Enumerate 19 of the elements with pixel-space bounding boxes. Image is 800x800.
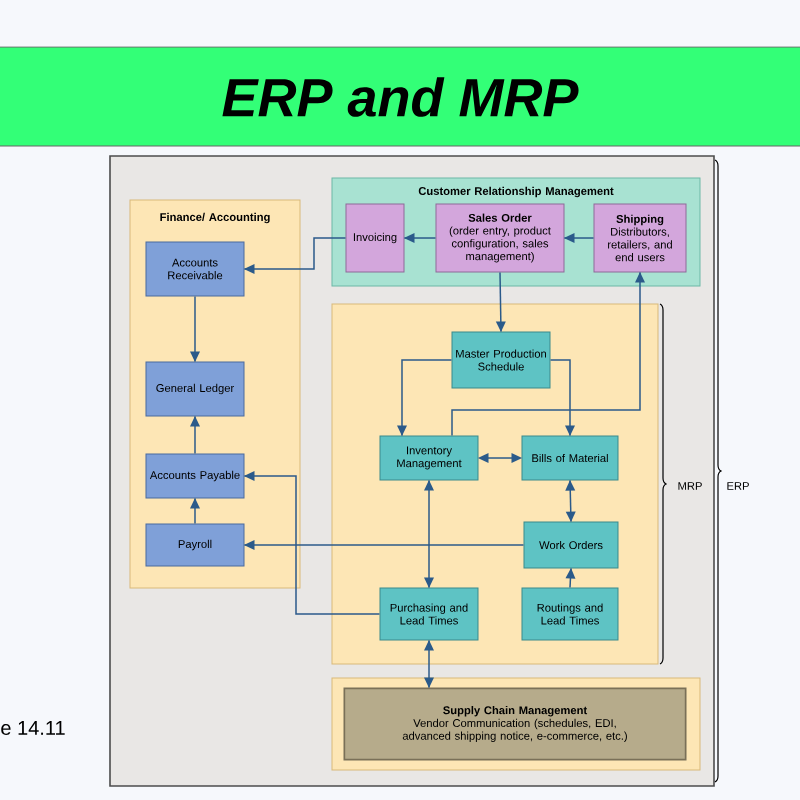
arrow [495, 271, 506, 333]
arrow [243, 471, 381, 615]
arrow [477, 453, 523, 463]
arrow [565, 567, 576, 589]
arrow [397, 359, 453, 437]
label: e 14.11 [1, 721, 65, 735]
arrow [403, 233, 437, 243]
title-band: ERP and MRP [0, 46, 800, 147]
arrow [190, 497, 200, 525]
arrow [190, 415, 200, 455]
arrow [563, 233, 595, 243]
arrow [243, 540, 525, 550]
arrow [190, 295, 200, 363]
arrow [451, 271, 645, 437]
arrow [424, 639, 434, 689]
arrow [424, 479, 434, 589]
arrow [549, 359, 575, 437]
arrow [243, 237, 347, 274]
arrow [565, 479, 576, 523]
